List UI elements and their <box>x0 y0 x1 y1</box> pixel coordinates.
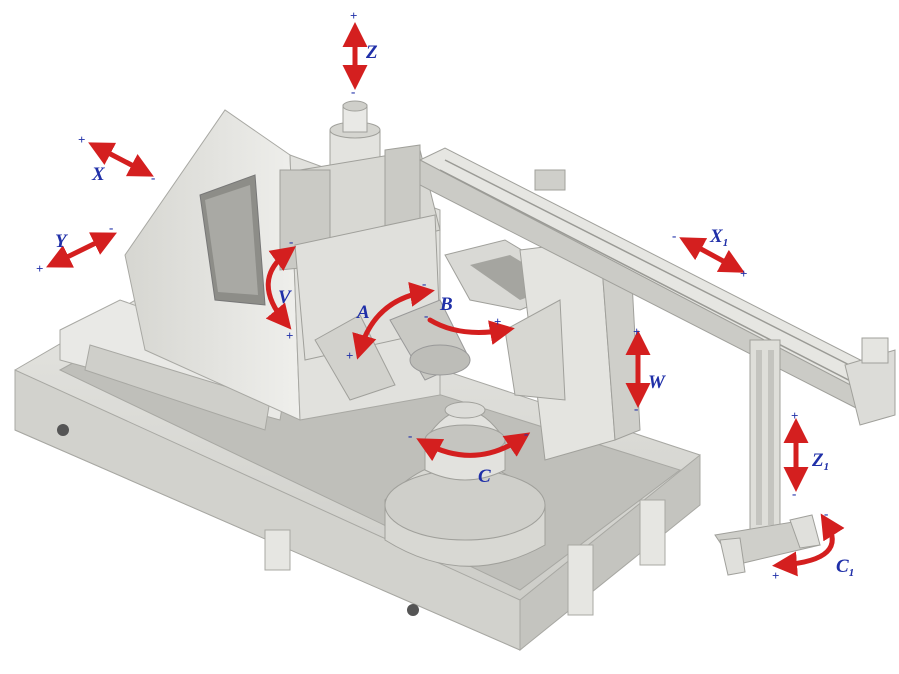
c-axis-arrow <box>416 432 531 462</box>
c1-axis-arrow <box>772 513 845 577</box>
z1-plus-sign: + <box>791 408 798 423</box>
z-minus-sign: - <box>351 84 355 99</box>
y-minus-sign: - <box>109 220 113 235</box>
c-rotary-table <box>384 401 546 567</box>
v-axis-arrow <box>265 246 297 330</box>
a-axis-label: A <box>356 302 370 323</box>
w-axis-label: W <box>648 372 666 393</box>
base-bolt-hole <box>57 424 69 436</box>
w-plus-sign: + <box>633 324 640 339</box>
x-axis-arrow <box>88 142 154 177</box>
b-plus-sign: + <box>494 314 501 329</box>
a-minus-sign: - <box>422 276 426 291</box>
x-axis-label: X <box>91 164 106 185</box>
x1-minus-sign: - <box>672 228 676 243</box>
y-plus-sign: + <box>36 261 43 276</box>
b-axis-arrow <box>427 317 515 345</box>
x-minus-sign: - <box>151 170 155 185</box>
z-plus-sign: + <box>350 8 357 23</box>
w-minus-sign: - <box>634 401 638 416</box>
c1-plus-sign: + <box>772 568 779 583</box>
y-axis-arrow <box>46 232 117 268</box>
v-plus-sign: + <box>286 328 293 343</box>
z1-minus-sign: - <box>792 486 796 501</box>
y-axis-label: Y <box>55 231 69 252</box>
a-axis-arrow <box>352 282 435 360</box>
a-plus-sign: + <box>346 348 353 363</box>
x1-plus-sign: + <box>740 266 747 281</box>
v-axis-label: V <box>278 287 292 308</box>
b-axis-label: B <box>439 294 453 315</box>
c1-axis-label: C1 <box>836 556 854 579</box>
x-plus-sign: + <box>78 132 85 147</box>
base-bolt-hole <box>407 604 419 616</box>
direction-signs: + - + - + - - + + - - + + - - - - + + - … <box>36 8 828 583</box>
v-minus-sign: - <box>289 234 293 249</box>
c-minus-sign: - <box>408 428 412 443</box>
b-minus-sign: - <box>424 308 428 323</box>
z1-axis-label: Z1 <box>811 450 829 473</box>
c-minus-sign-right: - <box>524 426 528 441</box>
x1-axis-label: X1 <box>709 226 728 249</box>
motion-arrows <box>46 22 845 577</box>
axis-labels: Z X Y V A B W C X1 Z1 C1 <box>55 42 854 579</box>
z-axis-label: Z <box>365 42 378 63</box>
c1-minus-sign: - <box>824 506 828 521</box>
c-axis-label: C <box>478 466 491 487</box>
x1-axis-arrow <box>679 237 745 273</box>
